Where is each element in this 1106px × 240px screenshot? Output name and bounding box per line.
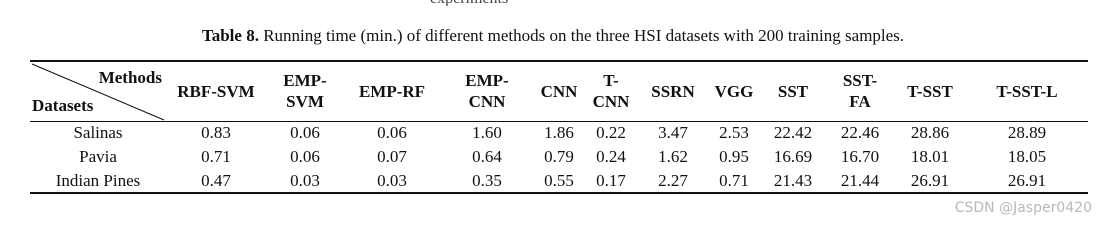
column-header: SSRN [638, 60, 708, 122]
value-cell: 21.44 [826, 169, 894, 194]
corner-methods-label: Methods [98, 68, 162, 87]
value-cell: 0.22 [596, 123, 626, 143]
value-cell: 0.24 [596, 147, 626, 166]
column-header: VGG [708, 60, 760, 122]
corner-diagonal-line [31, 63, 165, 121]
value-cell: 0.83 [201, 123, 231, 143]
value-cell: 0.47 [166, 169, 266, 194]
column-header: T-CNN [584, 60, 638, 122]
value-cell: 0.71 [708, 169, 760, 194]
value-cell: 16.70 [840, 147, 880, 166]
dataset-cell: Indian Pines [30, 169, 166, 194]
value-cell: 0.17 [584, 169, 638, 194]
value-cell: 0.95 [719, 147, 749, 166]
column-header: SST-FA [826, 60, 894, 122]
value-cell: 0.03 [266, 169, 344, 194]
column-header: EMP-RF [344, 60, 440, 122]
value-cell: 0.79 [544, 147, 574, 166]
column-header: EMP-SVM [266, 60, 344, 122]
column-header: EMP-CNN [440, 60, 534, 122]
table-caption-label: Table 8. [201, 26, 259, 45]
value-cell: 1.60 [472, 123, 502, 143]
table-row: Indian Pines 0.47 0.03 0.03 0.35 0.55 0.… [30, 169, 1088, 194]
table-row: Pavia 0.71 0.06 0.07 0.64 0.79 0.24 1.62… [30, 145, 1088, 169]
value-cell: 2.53 [719, 123, 749, 143]
value-cell: 0.55 [534, 169, 584, 194]
table-caption-text: Running time (min.) of different methods… [258, 26, 905, 45]
column-header: CNN [534, 60, 584, 122]
value-cell: 2.27 [638, 169, 708, 194]
value-cell: 3.47 [658, 123, 688, 143]
value-cell: 18.05 [1007, 147, 1047, 166]
value-cell: 16.69 [773, 147, 813, 166]
value-cell: 0.64 [472, 147, 502, 166]
table-row: Salinas 0.83 0.06 0.06 1.60 1.86 0.22 3.… [30, 121, 1088, 145]
watermark: CSDN @Jasper0420 [954, 200, 1092, 216]
value-cell: 22.42 [773, 123, 813, 143]
value-cell: 0.06 [290, 123, 320, 143]
value-cell: 22.46 [840, 123, 880, 143]
column-header: SST [760, 60, 826, 122]
corner-datasets-label: Datasets [32, 95, 94, 115]
column-header: T-SST-L [966, 60, 1088, 122]
value-cell: 21.43 [760, 169, 826, 194]
value-cell: 18.01 [910, 147, 950, 166]
value-cell: 28.86 [910, 123, 950, 143]
running-time-table: Methods Datasets RBF-SVM EMP-SVM EMP-RF … [30, 60, 1088, 194]
corner-header-cell: Methods Datasets [30, 60, 166, 122]
value-cell: 26.91 [894, 169, 966, 194]
column-header: RBF-SVM [166, 60, 266, 122]
column-header: T-SST [894, 60, 966, 122]
previous-text-fragment: experiments [0, 0, 1106, 6]
table-header-row: Methods Datasets RBF-SVM EMP-SVM EMP-RF … [30, 60, 1088, 122]
value-cell: 28.89 [1007, 123, 1047, 143]
value-cell: 0.35 [440, 169, 534, 194]
dataset-cell: Pavia [79, 147, 117, 166]
table-caption: Table 8. Running time (min.) of differen… [0, 26, 1106, 46]
value-cell: 1.62 [658, 147, 688, 166]
value-cell: 0.06 [377, 123, 407, 143]
value-cell: 0.06 [290, 147, 320, 166]
value-cell: 0.71 [201, 147, 231, 166]
value-cell: 1.86 [544, 123, 574, 143]
value-cell: 26.91 [966, 169, 1088, 194]
value-cell: 0.03 [344, 169, 440, 194]
value-cell: 0.07 [377, 147, 407, 166]
dataset-cell: Salinas [73, 123, 123, 143]
